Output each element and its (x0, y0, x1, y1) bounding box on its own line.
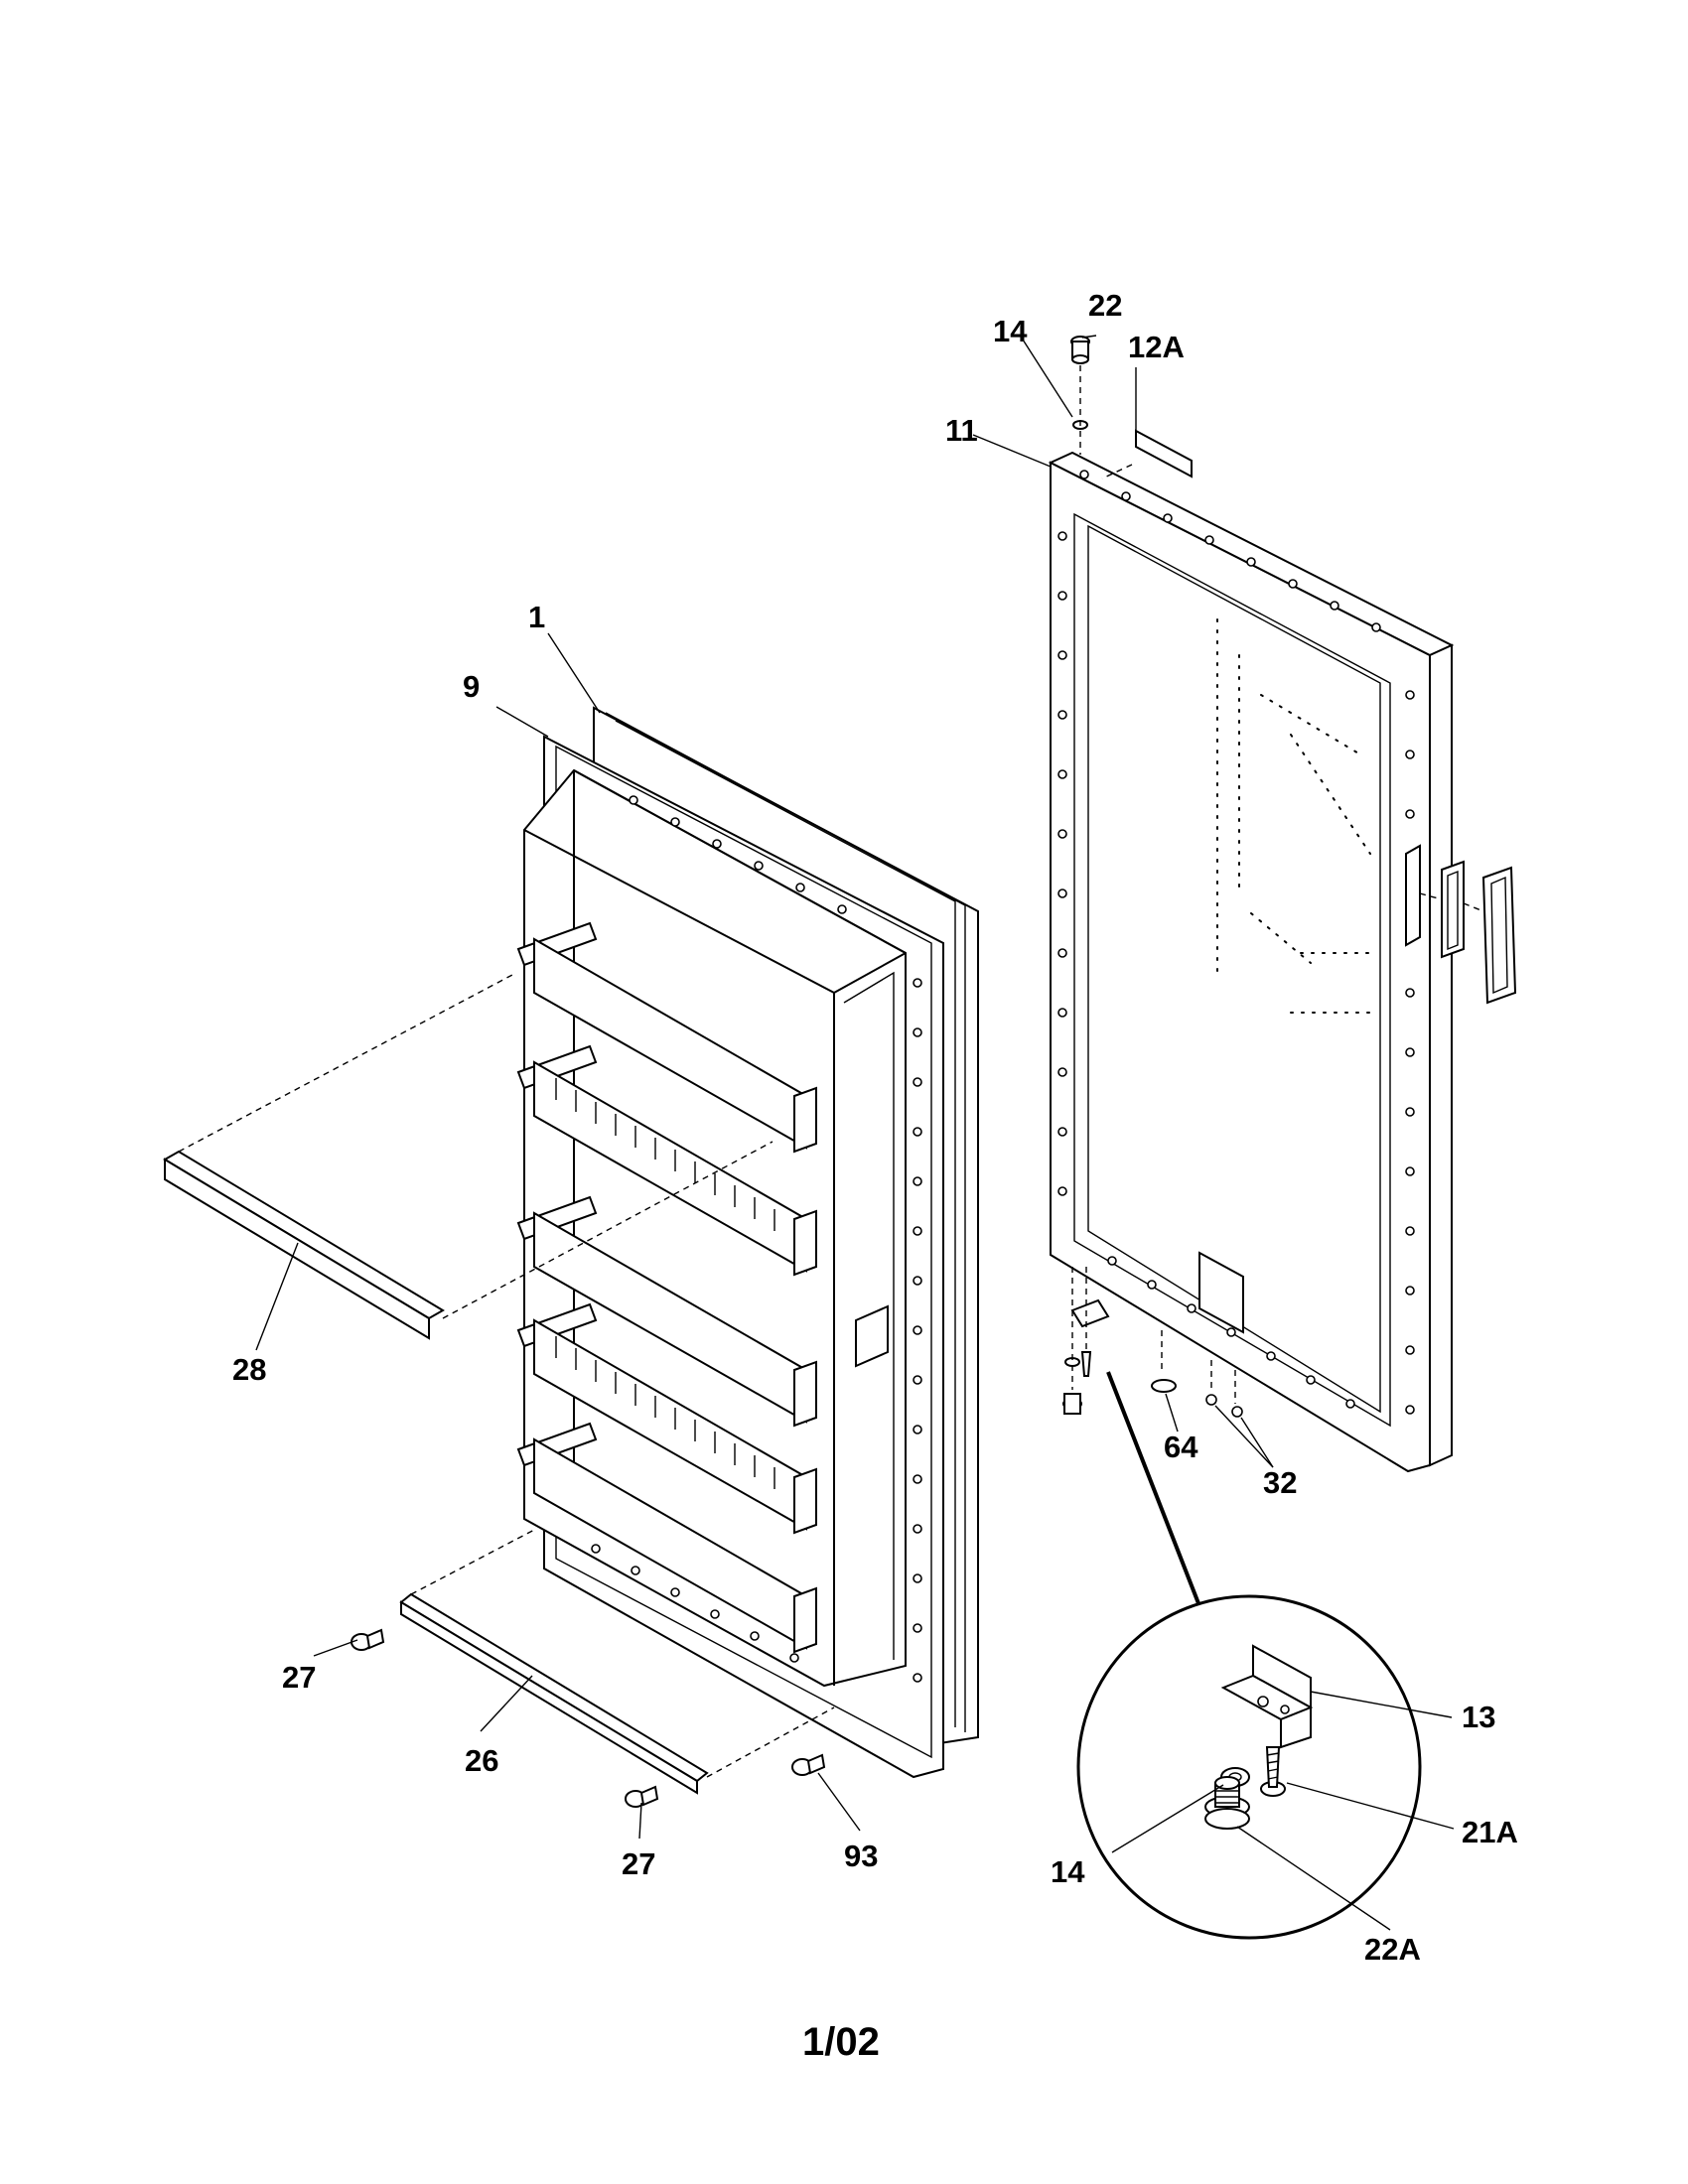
callout-11: 11 (945, 413, 978, 448)
callout-12a: 12A (1128, 330, 1185, 364)
leader-lines-right (972, 335, 1274, 1468)
callout-26: 26 (465, 1743, 498, 1778)
door-liner-assembly (163, 632, 979, 1840)
callout-9: 9 (463, 669, 480, 704)
callout-21a: 21A (1462, 1815, 1518, 1849)
callout-27-upper: 27 (282, 1660, 316, 1695)
footer-date-code: 1/02 (802, 2020, 880, 2064)
panel-hinge-cutout (1198, 1251, 1244, 1334)
callout-32: 32 (1263, 1465, 1297, 1500)
hinge-detail-circle (1076, 1594, 1455, 1940)
rivet-27-lower (625, 1785, 659, 1808)
detail-pointer (1106, 1371, 1205, 1617)
callout-64: 64 (1164, 1430, 1198, 1464)
door-handle (1419, 860, 1517, 1005)
part-64 (1151, 1379, 1177, 1393)
callout-1: 1 (528, 600, 545, 634)
door-shelves (516, 921, 889, 1654)
shelf-rail-28 (163, 974, 774, 1340)
shelf-rail-26 (399, 1528, 835, 1795)
callout-93: 93 (844, 1839, 878, 1873)
callout-22a: 22A (1364, 1932, 1421, 1967)
part-32-b (1231, 1406, 1243, 1418)
outer-door-panel-assembly (972, 335, 1517, 1617)
callout-13: 13 (1462, 1700, 1495, 1734)
rivet-27-upper (351, 1628, 385, 1651)
panel-screw-holes (1057, 470, 1415, 1415)
bottom-hinge-parts (1062, 1267, 1236, 1415)
callout-28: 28 (232, 1352, 266, 1387)
liner-screw-holes (591, 795, 922, 1683)
panel-handle-recess (1405, 844, 1421, 947)
top-hinge-bushing-22 (1070, 336, 1090, 364)
label-12a (1135, 429, 1193, 478)
callout-14-top: 14 (993, 314, 1028, 348)
callout-labels: 1 9 28 27 26 27 93 14 22 12A 11 64 32 13… (232, 288, 1518, 1967)
screw-93 (791, 1753, 826, 1776)
callout-22-top: 22 (1088, 288, 1122, 323)
part-32-a (1205, 1394, 1217, 1406)
callout-14-detail: 14 (1051, 1854, 1085, 1889)
insulation-dots (1216, 618, 1371, 1014)
callout-27-lower: 27 (622, 1846, 655, 1881)
leader-lines-left (255, 632, 861, 1840)
